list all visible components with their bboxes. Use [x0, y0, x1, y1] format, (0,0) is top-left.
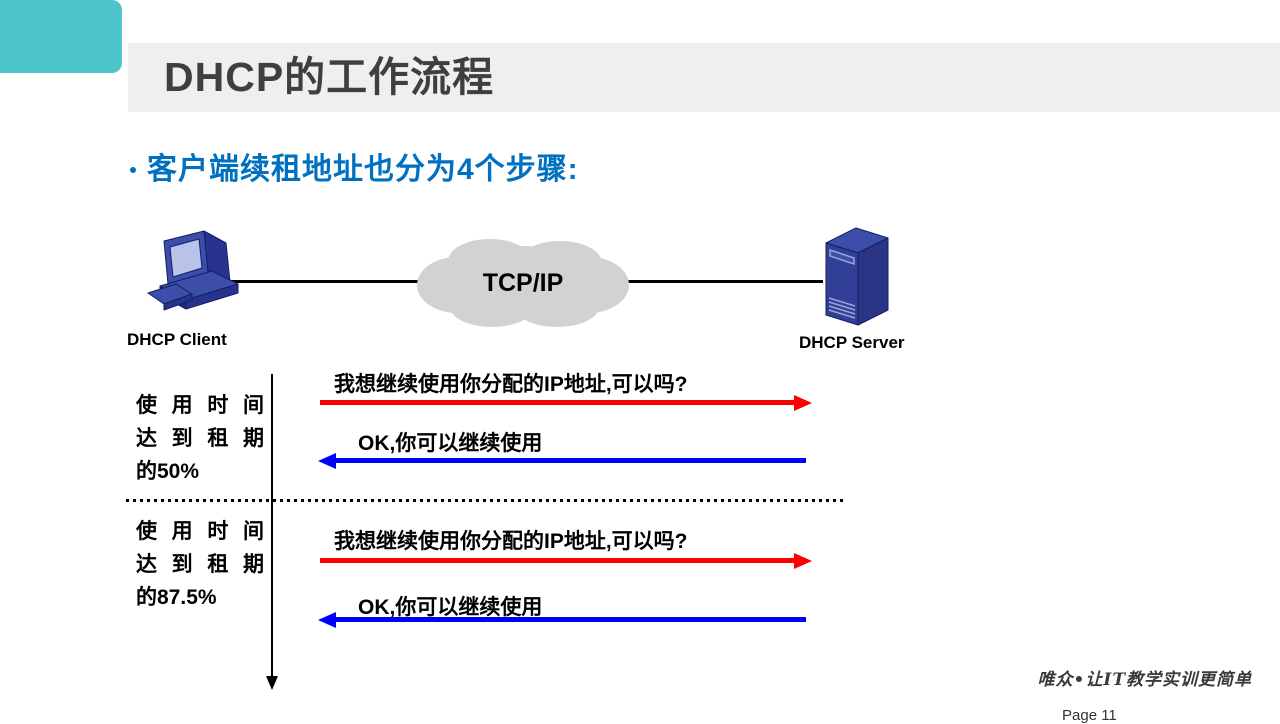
milestone-50-percent: 使 用 时 间 达 到 租 期 的50% [136, 389, 264, 488]
request-message-1: 我想继续使用你分配的IP地址,可以吗? [334, 373, 688, 396]
milestone-line: 达 到 租 期 [136, 427, 264, 450]
brand-slogan: 唯众•让IT教学实训更简单 [1037, 670, 1252, 690]
bullet-heading: 客户端续租地址也分为4个步骤: [147, 153, 579, 186]
title-bar [128, 43, 1280, 112]
response-message-2: OK,你可以继续使用 [358, 596, 543, 619]
milestone-line: 的87.5% [136, 586, 217, 609]
response-arrow-1 [336, 458, 806, 463]
cloud-label: TCP/IP [483, 269, 564, 297]
slide-title: DHCP的工作流程 [164, 54, 495, 100]
milestone-line: 达 到 租 期 [136, 553, 264, 576]
client-computer-icon [147, 230, 239, 311]
page-number: Page 11 [1062, 707, 1117, 724]
milestone-line: 的50% [136, 460, 200, 483]
milestone-line: 使 用 时 间 [136, 394, 264, 417]
phase-divider [126, 499, 845, 502]
milestone-line: 使 用 时 间 [136, 520, 264, 543]
response-arrow-2 [336, 617, 806, 622]
request-message-2: 我想继续使用你分配的IP地址,可以吗? [334, 530, 688, 553]
request-arrow-2 [320, 558, 794, 563]
network-cloud: TCP/IP [417, 239, 629, 327]
bullet-dot [130, 167, 136, 173]
timeline-arrowhead-icon [266, 676, 278, 690]
lease-timeline [271, 374, 273, 678]
milestone-87-percent: 使 用 时 间 达 到 租 期 的87.5% [136, 515, 264, 614]
title-accent-block [0, 0, 122, 73]
server-tower-icon [825, 227, 889, 326]
response-message-1: OK,你可以继续使用 [358, 432, 543, 455]
server-label: DHCP Server [799, 333, 905, 352]
client-label: DHCP Client [127, 330, 227, 349]
request-arrow-1 [320, 400, 794, 405]
